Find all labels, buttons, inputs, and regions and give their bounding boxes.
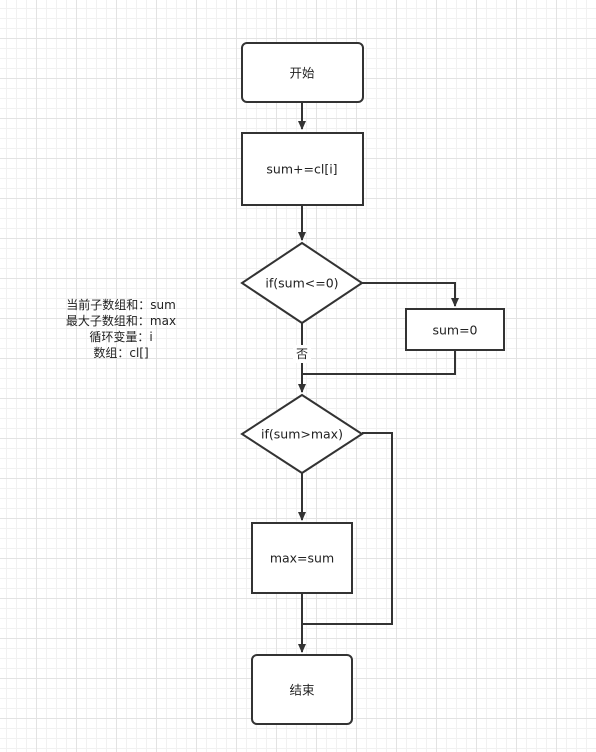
no-branch-label: 否 (296, 347, 308, 361)
start-node (241, 42, 364, 103)
start-label: 开始 (289, 66, 315, 81)
edge-reset-sum-to-merge (302, 350, 456, 375)
accumulate-label: sum+=cl[i] (266, 162, 337, 177)
reset-sum-label: sum=0 (432, 323, 477, 338)
legend-line-array: 数组：cl[] (93, 346, 149, 360)
legend-line-loop-var: 循环变量：i (89, 330, 153, 344)
end-node (251, 654, 353, 725)
edge-label-mask (293, 345, 311, 363)
edge-check-max-bypass (302, 432, 393, 625)
legend-line-current-sum: 当前子数组和：sum (66, 298, 176, 312)
accumulate-node (241, 132, 364, 206)
update-max-label: max=sum (270, 551, 334, 566)
check-max-label: if(sum>max) (261, 427, 343, 442)
edge-check-nonpositive-to-reset-sum (362, 282, 459, 307)
check-nonpositive-label: if(sum<=0) (265, 276, 338, 291)
reset-sum-node (405, 308, 505, 351)
legend-line-max-sum: 最大子数组和：max (65, 314, 177, 328)
check-nonpositive-decision (240, 241, 364, 325)
check-max-decision (240, 393, 364, 475)
end-label: 结束 (289, 683, 315, 698)
variable-legend: 当前子数组和：sum 最大子数组和：max 循环变量：i 数组：cl[] (56, 297, 186, 361)
update-max-node (251, 522, 353, 594)
